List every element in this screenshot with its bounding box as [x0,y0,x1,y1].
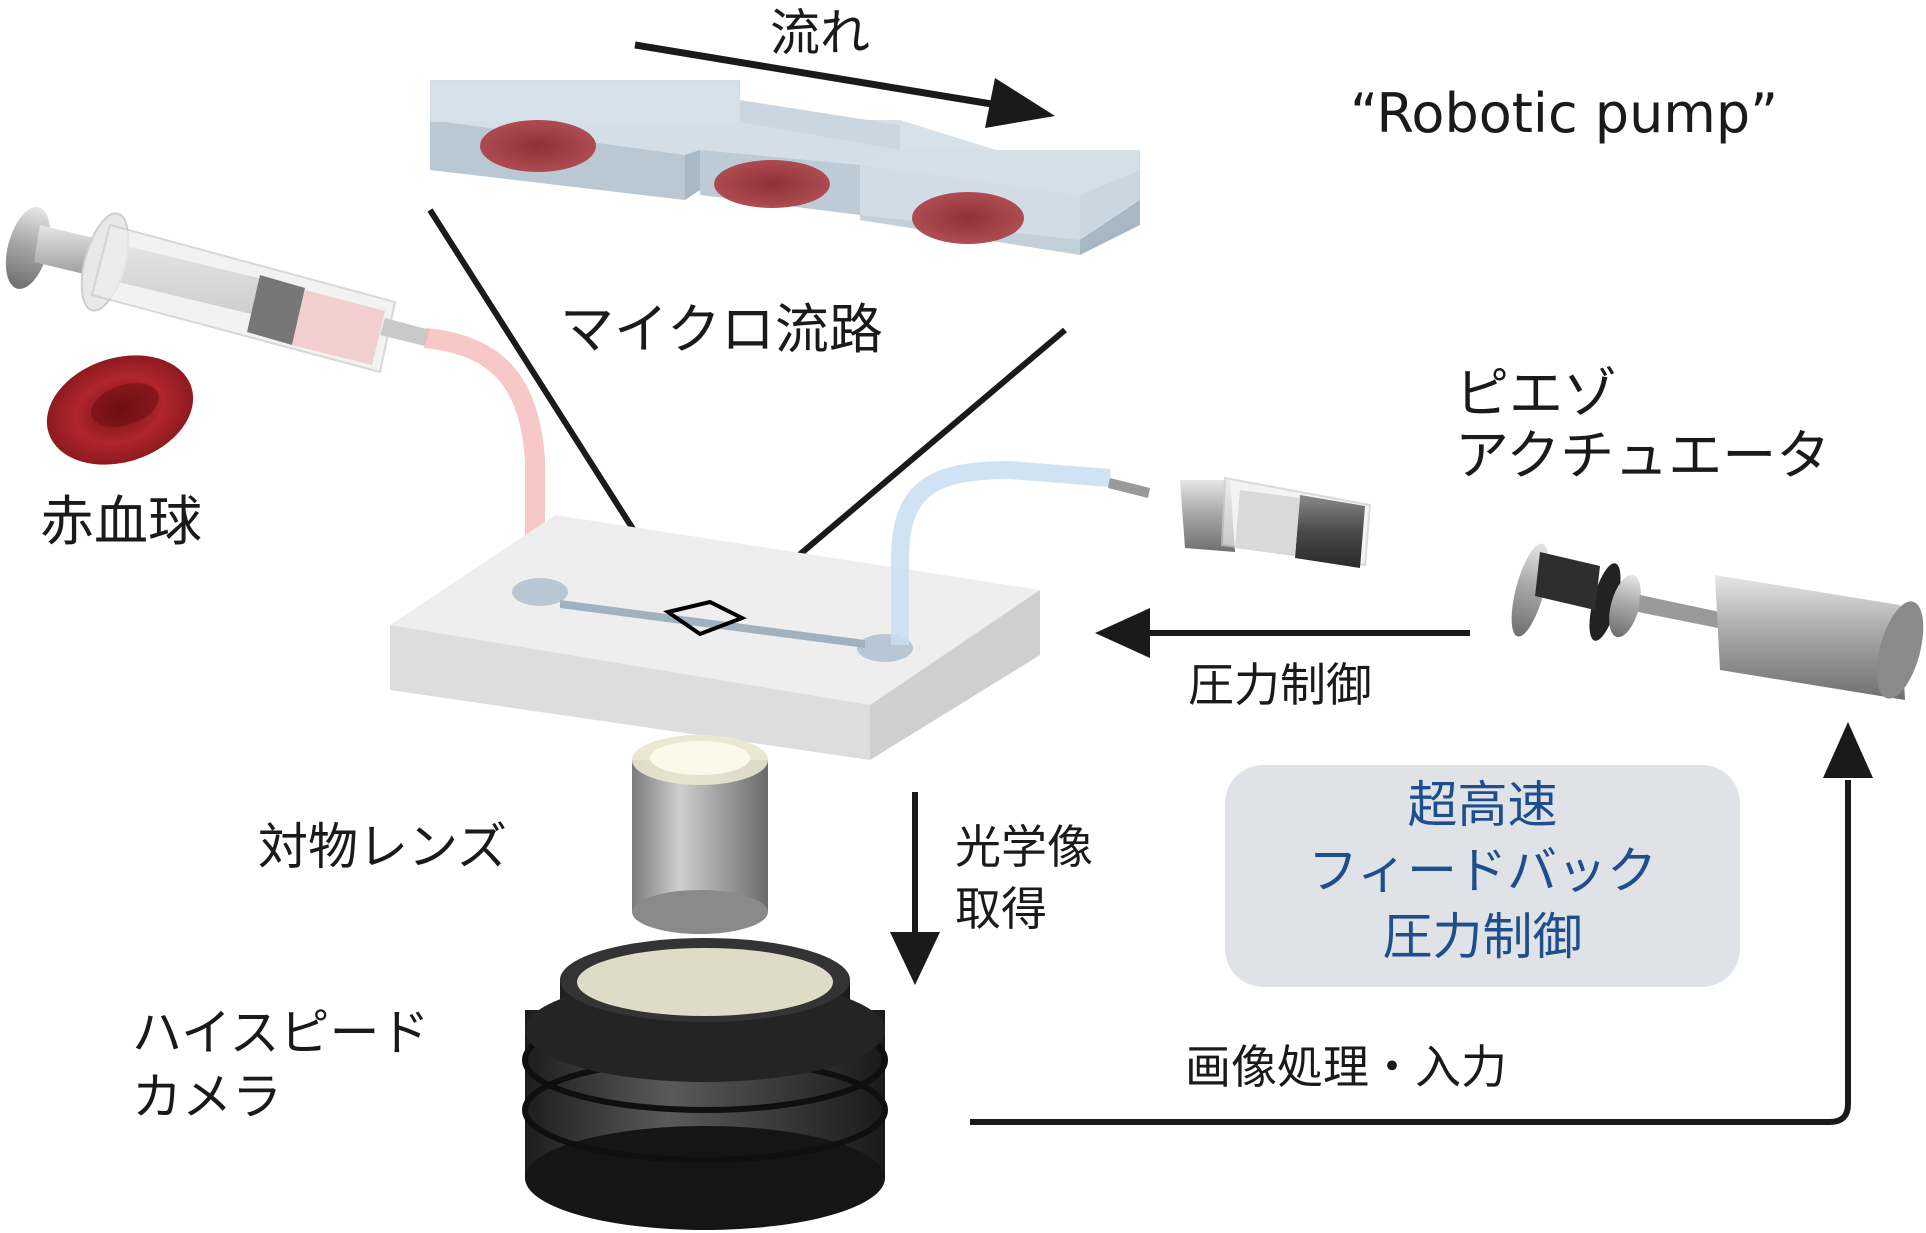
microchannel-zoom [430,80,1140,255]
rbc-label: 赤血球 [40,490,202,553]
microfluidic-chip [390,515,1040,760]
feedback-label-line2: フィードバック [1308,842,1657,900]
piezo-label-line1: ピエゾ [1455,362,1617,425]
pressure-control-label: 圧力制御 [1188,658,1372,712]
robotic-pump-label: “Robotic pump” [1350,82,1779,145]
optical-image-label-line1: 光学像 [955,820,1093,874]
rbc-cell-2 [714,160,830,208]
feedback-label-line1: 超高速 [1407,776,1558,834]
optical-image-label-line2: 取得 [955,882,1047,936]
syringe [5,207,430,374]
flow-arrow [634,41,1041,116]
rbc-illustration [46,355,194,465]
flow-label: 流れ [770,4,870,62]
microchannel-label: マイクロ流路 [560,298,883,361]
blue-tube [891,460,1111,645]
highspeed-camera [522,938,888,1230]
image-processing-label: 画像処理・入力 [1185,1040,1507,1094]
objective-lens-label: 対物レンズ [258,818,507,876]
camera-label-line1: ハイスピード [132,1004,430,1062]
rbc-cell-1 [480,120,596,172]
image-processing-path [970,780,1851,1125]
pink-tube [423,328,545,560]
camera-label-line2: カメラ [132,1068,282,1126]
feedback-box [1225,765,1740,987]
rbc-cell-3 [912,192,1024,244]
feedback-label-line3: 圧力制御 [1382,908,1583,966]
objective-lens [632,735,768,934]
piezo-actuator [1108,476,1924,700]
piezo-label-line2: アクチュエータ [1455,424,1831,487]
